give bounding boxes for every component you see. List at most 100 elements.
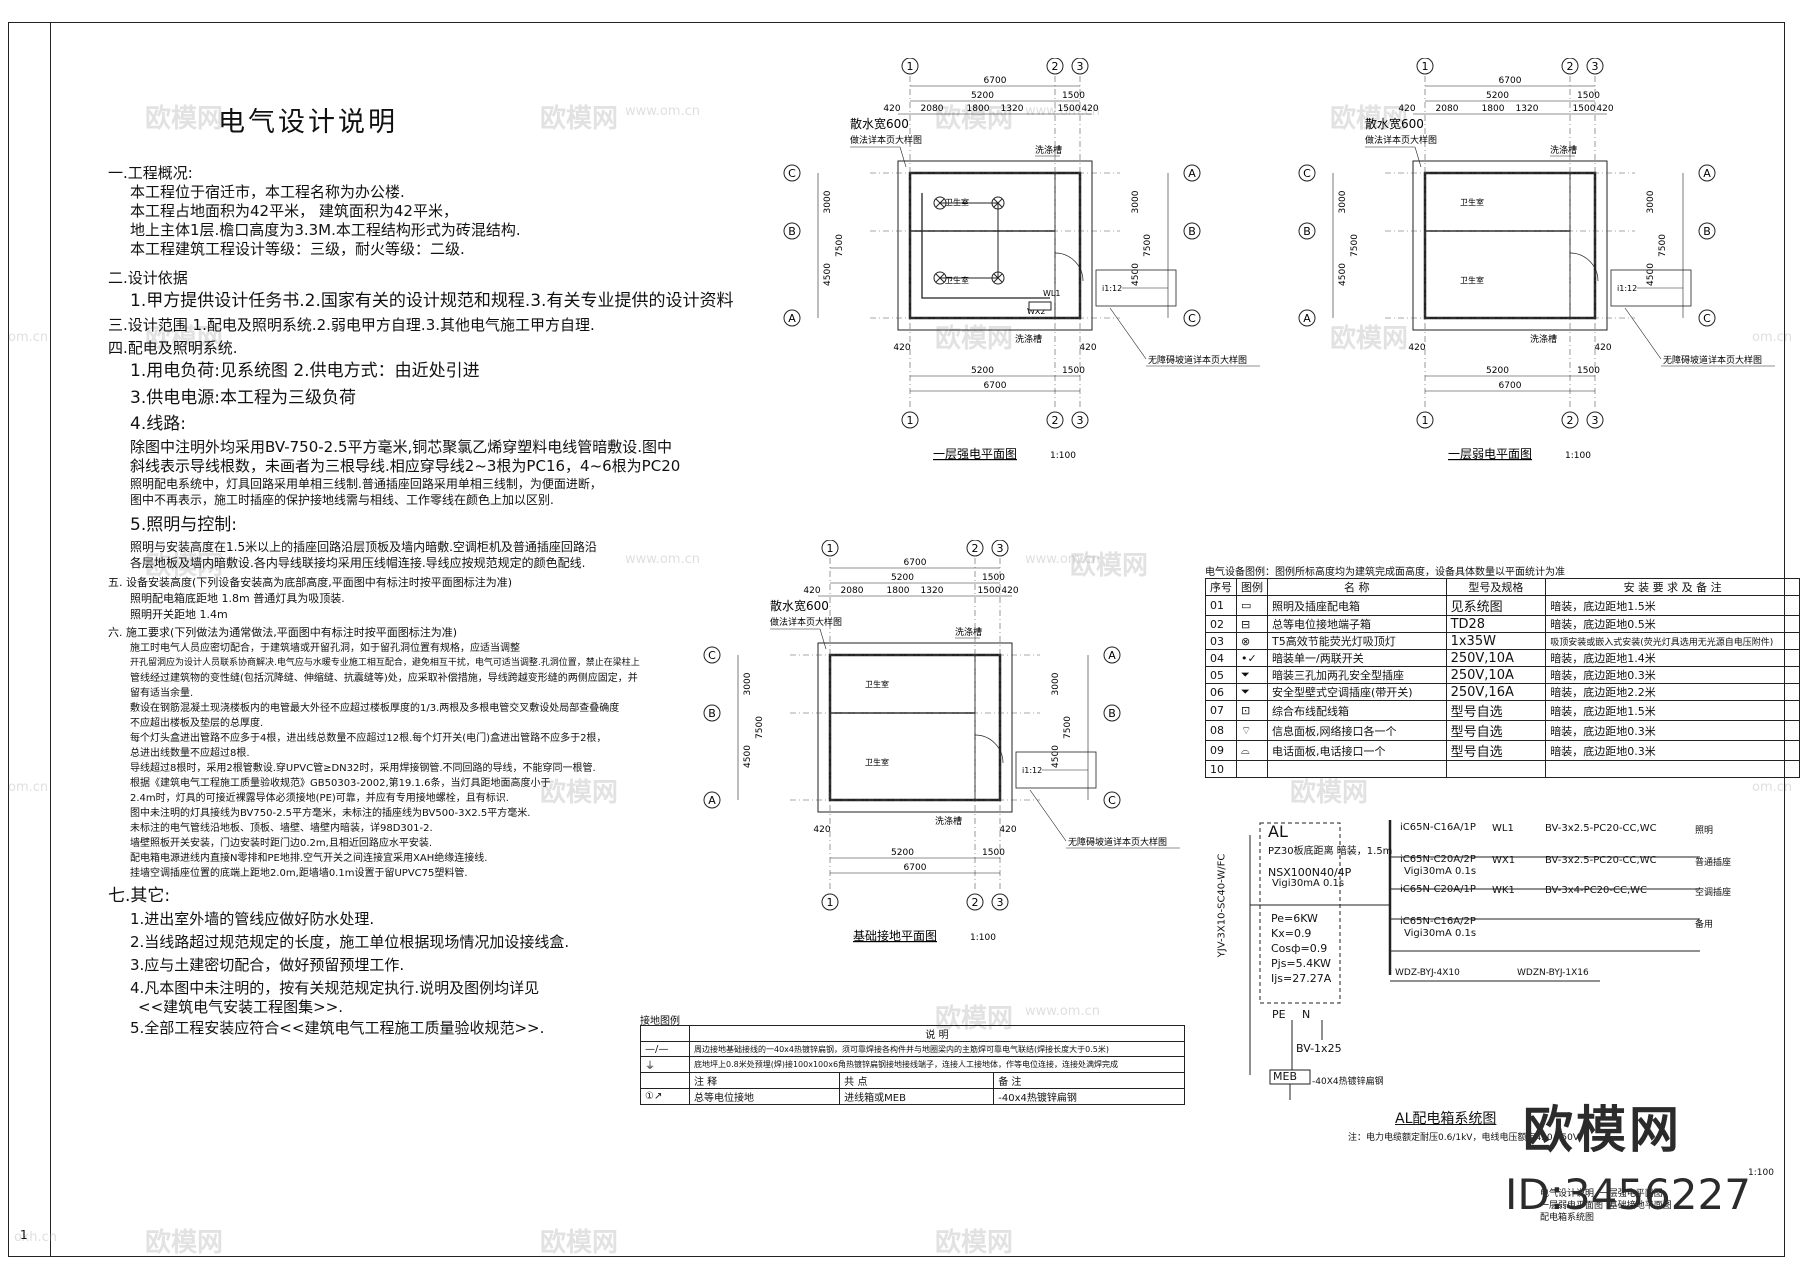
- door-swing: [1054, 252, 1084, 282]
- axis-bubble: [1586, 58, 1604, 75]
- id-watermark: ID:3456227: [1505, 1170, 1751, 1219]
- grounding-symbol: —/—: [640, 1041, 690, 1057]
- legend-symbol: ⏷: [1236, 666, 1268, 684]
- legend-note: 暗装，底边距地1.5米: [1545, 595, 1800, 616]
- sink-label: 洗涤槽: [935, 815, 962, 827]
- legend-name: [1267, 760, 1447, 778]
- apron-outline: [897, 160, 1093, 331]
- axis-bubble: [1416, 411, 1434, 429]
- axis-bubble: [1183, 164, 1201, 182]
- dim-text: 1320: [1516, 104, 1539, 114]
- room-label: 卫生室: [945, 275, 969, 285]
- dim-text: 5200: [891, 573, 914, 583]
- dim-text: 7500: [1143, 234, 1153, 257]
- ramp-label: 无障碍坡道详本页大样图: [1068, 836, 1167, 848]
- grounding-subheader: 注 释: [688, 1072, 841, 1089]
- door-swing: [1569, 252, 1599, 282]
- axis-label: C: [1188, 312, 1196, 325]
- circuit-use: 空调插座: [1695, 888, 1732, 898]
- dim-text: 1500: [982, 848, 1005, 858]
- dim-text: 6700: [904, 558, 927, 568]
- axis-label: A: [708, 794, 716, 807]
- wiring: [921, 193, 1050, 299]
- axis-bubble: [783, 309, 801, 327]
- dim-text: 420: [999, 825, 1016, 835]
- grounding-title: 接地图例: [640, 1016, 680, 1027]
- axis-label: B: [1108, 707, 1116, 720]
- circuit-breaker: iC65N-C16A/1P: [1400, 822, 1476, 833]
- axis-label: 1: [907, 60, 914, 73]
- axis-label: 1: [1422, 60, 1429, 73]
- axis-bubble: [1046, 411, 1064, 429]
- apron-label: 散水宽600: [850, 116, 909, 131]
- legend-name: 暗装单一/两联开关: [1267, 649, 1447, 667]
- axis-label: C: [1303, 167, 1311, 180]
- legend-header-row: 序号 图例 名 称 型号及规格 安 装 要 求 及 备 注: [1205, 578, 1800, 596]
- axis-label: B: [1703, 225, 1711, 238]
- grounding-legend-table: 说 明 —/— 周边接地基础接线的一40x4热镀锌扁钢，须可靠焊接各构件并与地圈…: [640, 1025, 1185, 1105]
- note-line: 未标注的电气管线沿地板、顶板、墙壁、墙壁内暗装，详98D301-2.: [130, 823, 433, 834]
- note-line: 1.甲方提供设计任务书.2.国家有关的设计规范和规程.3.有关专业提供的设计资料: [130, 291, 734, 311]
- circuit-id: WL1: [1492, 823, 1514, 834]
- dim-text: 4500: [743, 745, 753, 768]
- circuit-vigi: Vigi30mA 0.1s: [1404, 866, 1477, 877]
- axis-label: 1: [907, 414, 914, 427]
- dim-text: 1500: [1062, 366, 1085, 376]
- dim-text: 1800: [887, 586, 910, 596]
- box-outline: [1259, 822, 1341, 1004]
- circuit-cable: BV-3x2.5-PC20-CC,WC: [1545, 823, 1657, 834]
- dim-text: 420: [893, 343, 910, 353]
- note-line: 本工程位于宿迁市，本工程名称为办公楼.: [130, 183, 405, 201]
- grounding-subheader: 备 注: [993, 1072, 1185, 1089]
- main-breaker: NSX100N40/4P: [1268, 866, 1352, 879]
- axis-label: B: [788, 225, 796, 238]
- legend-name: 总等电位接地端子箱: [1267, 615, 1447, 633]
- ramp: [1610, 269, 1692, 307]
- axis-bubble: [703, 791, 721, 809]
- axis-label: 1: [827, 542, 834, 555]
- legend-spec: 1x35W: [1445, 632, 1547, 650]
- dim-text: 4500: [1646, 263, 1656, 286]
- note-line: 5.全部工程安装应符合<<建筑电气工程施工质量验收规范>>.: [130, 1019, 545, 1037]
- legend-note: 暗装，底边距地0.3米: [1545, 720, 1800, 741]
- axis-label: 3: [1077, 60, 1084, 73]
- note-heading: 七.其它:: [108, 886, 171, 906]
- axis-label: 2: [972, 542, 979, 555]
- bv-label: BV-1x25: [1296, 1042, 1342, 1055]
- dim-text: 1500: [1058, 104, 1081, 114]
- calc-kx: Kx=0.9: [1271, 927, 1312, 940]
- note-heading: 四.配电及照明系统.: [108, 339, 238, 357]
- system-diagram-lines: [1249, 820, 1700, 1100]
- room-label: 卫生室: [945, 197, 969, 207]
- axis-bubble: [1183, 309, 1201, 327]
- apron-note: 做法详本页大样图: [1365, 134, 1437, 146]
- circuit-use: 普通插座: [1695, 858, 1732, 868]
- plan-scale: 1:100: [1565, 451, 1591, 461]
- dim-text: 1500: [1577, 366, 1600, 376]
- legend-row: 09⌓电话面板,电话接口一个型号自选暗装，底边距地0.3米: [1205, 740, 1800, 761]
- axis-bubble: [966, 893, 984, 911]
- dim-text: 5200: [971, 91, 994, 101]
- calc-pe: Pe=6KW: [1271, 912, 1318, 925]
- dim-text: 2080: [1436, 104, 1459, 114]
- circuit-cable: BV-3x2.5-PC20-CC,WC: [1545, 855, 1657, 866]
- axis-label: B: [1188, 225, 1196, 238]
- dim-text: 1800: [967, 104, 990, 114]
- legend-note: 暗装，底边距地0.3米: [1545, 740, 1800, 761]
- axis-bubble: [1561, 411, 1579, 429]
- plan-caption: 一层弱电平面图: [1448, 447, 1532, 461]
- note-line: <<建筑电气安装工程图集>>.: [138, 998, 344, 1016]
- axis-bubble: [1298, 164, 1316, 182]
- axis-bubble: [703, 646, 721, 664]
- axis-label: 2: [1567, 60, 1574, 73]
- note-heading: 二.设计依据: [108, 269, 188, 287]
- axis-bubble: [1046, 58, 1064, 75]
- room-label: 卫生室: [865, 757, 889, 767]
- dim-text: 2080: [921, 104, 944, 114]
- legend-spec: 250V,10A: [1445, 649, 1547, 667]
- grounding-subheader: [640, 1072, 690, 1089]
